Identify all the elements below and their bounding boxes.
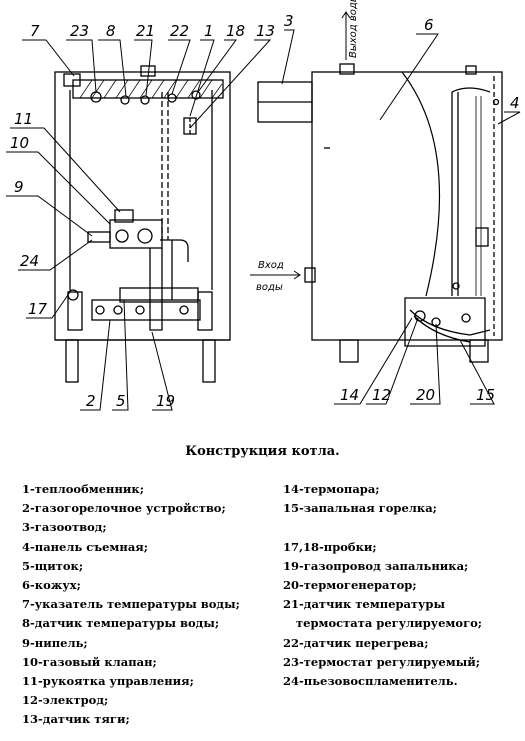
front-view	[54, 65, 231, 383]
callout-7: 7	[30, 22, 40, 40]
legend-item: 19-газопровод запальника;	[283, 558, 469, 573]
legend-item: 7-указатель температуры воды;	[22, 597, 240, 612]
water-inlet-label-1: Вход	[258, 260, 284, 271]
figure-caption: Конструкция котла.	[185, 444, 340, 459]
legend-item: 14-термопара;	[283, 482, 380, 496]
callout-12: 12	[372, 386, 391, 404]
callout-14: 14	[340, 386, 359, 404]
callout-6: 6	[424, 16, 434, 34]
water-outlet-label: Выход воды	[348, 0, 359, 58]
legend-item: 17,18-пробки;	[283, 539, 377, 554]
callout-2: 2	[86, 392, 96, 410]
legend-item-continuation: термостата регулируемого;	[296, 616, 483, 631]
water-inlet-label-2: воды	[256, 282, 283, 293]
legend-item: 15-запальная горелка;	[283, 501, 437, 516]
callout-21: 21	[136, 22, 155, 40]
side-view	[257, 63, 503, 363]
legend-right-column: 14-термопара; 15-запальная горелка; 17,1…	[283, 480, 482, 691]
callout-19: 19	[156, 392, 175, 410]
legend-item: 11-рукоятка управления;	[22, 674, 194, 689]
boiler-diagram: 7 23 8 21 22 1 18 13 3 6 4 11 10 9 24 17…	[6, 0, 521, 411]
legend-item: 1-теплообменник;	[22, 482, 144, 496]
legend-item: 5-щиток;	[22, 558, 84, 573]
callout-8: 8	[106, 22, 116, 40]
callout-4: 4	[510, 94, 520, 112]
legend-item: 8-датчик температуры воды;	[22, 616, 220, 631]
callout-15: 15	[476, 386, 495, 404]
legend-item: 20-термогенератор;	[283, 578, 417, 592]
callout-23: 23	[70, 22, 89, 40]
callout-5: 5	[116, 392, 126, 410]
callout-17: 17	[28, 300, 48, 318]
callout-10: 10	[10, 134, 29, 152]
legend-item: 4-панель съемная;	[22, 539, 149, 554]
legend-item: 23-термостат регулируемый;	[283, 654, 481, 669]
callout-3: 3	[284, 12, 294, 30]
callout-20: 20	[416, 386, 435, 404]
callout-11: 11	[14, 110, 33, 128]
callout-1: 1	[204, 22, 214, 40]
legend-spacer	[283, 518, 482, 537]
legend-item: 12-электрод;	[22, 693, 109, 708]
legend-item: 10-газовый клапан;	[22, 654, 157, 669]
legend-item: 21-датчик температуры	[283, 597, 445, 612]
legend-item: 2-газогорелочное устройство;	[22, 501, 226, 516]
legend-item: 13-датчик тяги;	[22, 712, 130, 727]
callout-22: 22	[170, 22, 189, 40]
legend-item: 3-газоотвод;	[22, 520, 107, 535]
legend-item: 24-пьезовоспламенитель.	[283, 674, 458, 689]
callout-13: 13	[256, 22, 275, 40]
legend-left-column: 1-теплообменник; 2-газогорелочное устрой…	[22, 480, 240, 730]
legend-item: 6-кожух;	[22, 578, 81, 593]
callout-9: 9	[14, 178, 24, 196]
legend-item: 22-датчик перегрева;	[283, 635, 429, 650]
leader-lines	[6, 11, 521, 411]
callout-18: 18	[226, 22, 245, 40]
legend-item: 9-нипель;	[22, 635, 88, 650]
callout-24: 24	[20, 252, 39, 270]
callout-labels: 7 23 8 21 22 1 18 13 3 6 4 11 10 9 24 17…	[10, 0, 520, 410]
